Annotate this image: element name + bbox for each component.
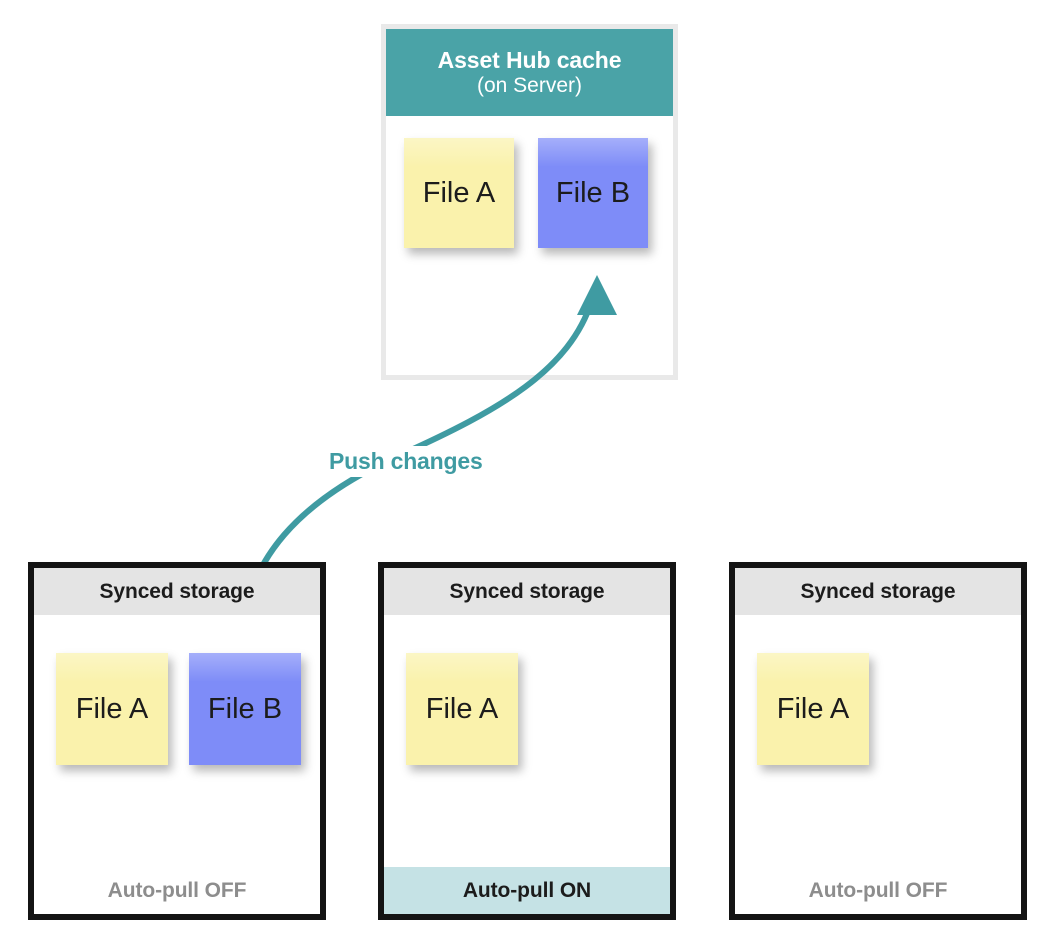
synced-storage-box-2: Synced storage File A Auto-pull ON bbox=[378, 562, 676, 920]
asset-hub-cache-subtitle: (on Server) bbox=[476, 74, 583, 98]
sticky-note-label: File A bbox=[422, 176, 496, 209]
auto-pull-status-badge[interactable]: Auto-pull OFF bbox=[735, 867, 1021, 914]
push-changes-label: Push changes bbox=[323, 446, 489, 477]
synced-storage-header: Synced storage bbox=[34, 568, 320, 615]
synced-storage-body: File A Auto-pull ON bbox=[384, 615, 670, 914]
sticky-note-file-a[interactable]: File A bbox=[757, 653, 869, 765]
sticky-note-file-b[interactable]: File B bbox=[538, 138, 648, 248]
note-sheen bbox=[757, 653, 869, 683]
sticky-note-label: File A bbox=[425, 692, 499, 725]
sticky-note-label: File A bbox=[75, 692, 149, 725]
sticky-note-file-b[interactable]: File B bbox=[189, 653, 301, 765]
asset-hub-cache-header: Asset Hub cache (on Server) bbox=[386, 29, 673, 116]
sticky-note-file-a[interactable]: File A bbox=[56, 653, 168, 765]
sticky-note-file-a[interactable]: File A bbox=[406, 653, 518, 765]
synced-storage-box-3: Synced storage File A Auto-pull OFF bbox=[729, 562, 1027, 920]
note-sheen bbox=[189, 653, 301, 683]
note-sheen bbox=[404, 138, 514, 167]
auto-pull-status-badge[interactable]: Auto-pull ON bbox=[384, 867, 670, 914]
synced-storage-body: File A Auto-pull OFF bbox=[735, 615, 1021, 914]
synced-storage-body: File A File B Auto-pull OFF bbox=[34, 615, 320, 914]
note-sheen bbox=[406, 653, 518, 683]
asset-hub-cache-panel: Asset Hub cache (on Server) File A File … bbox=[381, 24, 678, 380]
asset-hub-cache-body: File A File B bbox=[386, 116, 673, 375]
sticky-note-label: File A bbox=[776, 692, 850, 725]
sticky-note-file-a[interactable]: File A bbox=[404, 138, 514, 248]
auto-pull-status-badge[interactable]: Auto-pull OFF bbox=[34, 867, 320, 914]
synced-storage-header: Synced storage bbox=[735, 568, 1021, 615]
asset-hub-cache-title: Asset Hub cache bbox=[437, 46, 622, 73]
sticky-note-label: File B bbox=[555, 176, 631, 209]
note-sheen bbox=[538, 138, 648, 167]
synced-storage-header: Synced storage bbox=[384, 568, 670, 615]
note-sheen bbox=[56, 653, 168, 683]
sticky-note-label: File B bbox=[207, 692, 283, 725]
synced-storage-box-1: Synced storage File A File B Auto-pull O… bbox=[28, 562, 326, 920]
